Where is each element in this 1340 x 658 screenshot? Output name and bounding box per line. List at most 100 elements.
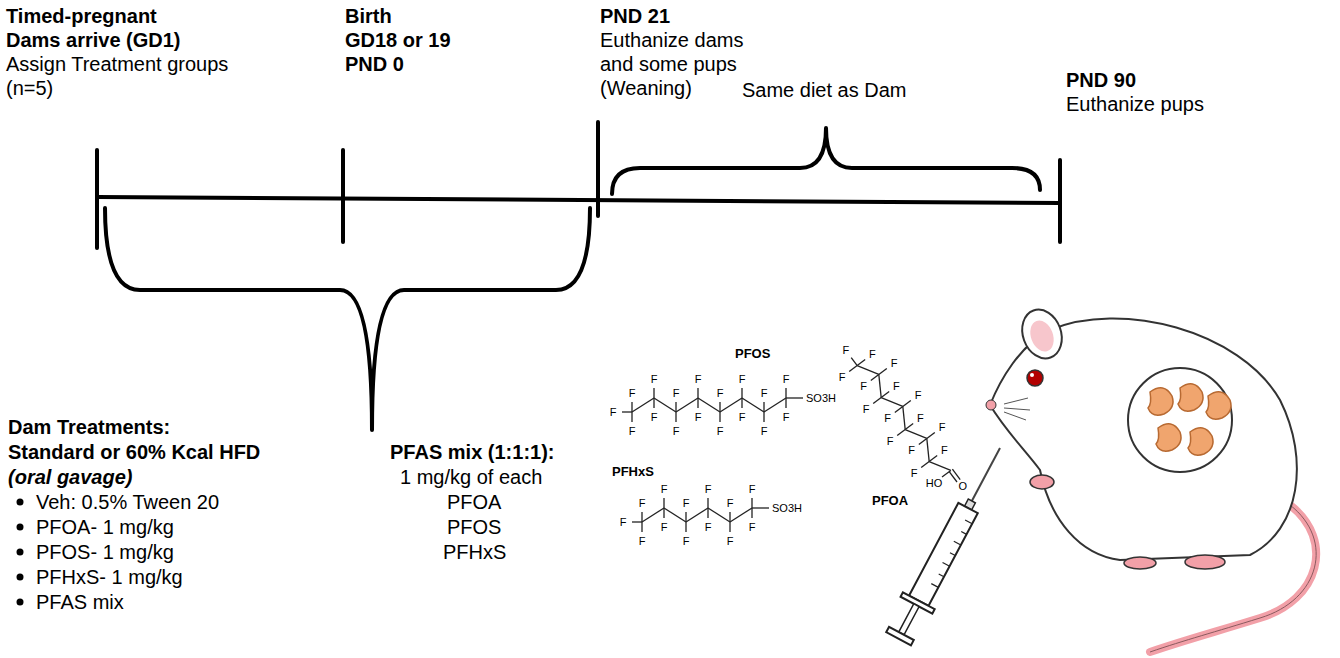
chemical-bond <box>675 402 676 412</box>
atom-label: F <box>749 521 756 533</box>
atom-label: F <box>727 497 734 509</box>
atom-label: F <box>717 425 724 437</box>
chemical-bond <box>873 398 881 404</box>
chemical-bond <box>676 398 698 412</box>
chemical-bond <box>653 388 654 398</box>
chemical-bond <box>929 456 937 462</box>
chemical-bond <box>929 462 951 471</box>
atom-label: F <box>783 373 790 385</box>
chemical-bond <box>641 522 642 532</box>
chemical-bond <box>919 438 927 444</box>
treatment-item: Veh: 0.5% Tween 20 <box>36 490 219 514</box>
event-note: Euthanize dams <box>600 28 743 52</box>
treatment-heading: (oral gavage) <box>8 465 132 489</box>
chemical-bond <box>631 412 632 422</box>
atom-label: F <box>842 344 849 356</box>
treatment-item: PFAS mix <box>36 590 124 614</box>
chemical-bond <box>632 521 642 522</box>
atom-label: F <box>761 425 768 437</box>
atom-label: F <box>673 387 680 399</box>
atom-label: F <box>869 348 876 360</box>
chemical-bond <box>903 400 911 406</box>
treatment-item: PFOA- 1 mg/kg <box>36 515 174 539</box>
chemical-bond <box>849 366 857 372</box>
atom-label: O <box>959 480 968 492</box>
chemical-bond <box>663 508 664 518</box>
treatment-heading: Standard or 60% Kcal HFD <box>8 440 260 464</box>
atom-label: F <box>651 411 658 423</box>
chemical-bond <box>622 411 632 412</box>
chemical-bond <box>730 508 752 522</box>
chemical-bond <box>631 402 632 412</box>
diet-bracket <box>612 128 1040 194</box>
chemical-bond <box>905 430 927 439</box>
atom-label: F <box>683 497 690 509</box>
bracket-label: Same diet as Dam <box>742 78 907 102</box>
mix-item: 1 mg/kg of each <box>400 465 542 489</box>
chemical-bond <box>751 498 752 508</box>
chemical-bond <box>653 398 654 408</box>
treatment-bracket <box>105 208 590 430</box>
atom-label: F <box>661 521 668 533</box>
atom-label: F <box>860 380 867 392</box>
treatment-heading: Dam Treatments: <box>8 415 170 439</box>
atom-label: F <box>911 467 918 479</box>
event-note: Euthanize pups <box>1066 92 1204 116</box>
chemical-bond <box>857 366 879 375</box>
atom-label: F <box>639 535 646 547</box>
mouse-illustration <box>986 304 1316 652</box>
chemical-bond <box>741 388 742 398</box>
chemical-bond <box>949 472 957 482</box>
event-label: PND 90 <box>1066 68 1136 92</box>
chemical-bond <box>697 398 698 408</box>
mix-heading: PFAS mix (1:1:1): <box>390 440 554 464</box>
chemical-bond <box>729 512 730 522</box>
chemical-bond <box>879 374 881 397</box>
chemical-bond <box>785 388 786 398</box>
atom-label: F <box>749 483 756 495</box>
chemical-bond <box>881 392 889 398</box>
atom-label: F <box>695 373 702 385</box>
atom-label: F <box>915 389 922 401</box>
atom-label: SO3H <box>806 392 836 404</box>
chemical-bond <box>881 398 903 407</box>
chemical-bond <box>897 430 905 436</box>
atom-label: SO3H <box>772 502 802 514</box>
chemical-bond <box>751 508 752 518</box>
structure-name: PFOS <box>735 346 770 361</box>
atom-label: F <box>891 357 898 369</box>
chemical-bond <box>879 368 887 374</box>
chemical-bond <box>719 412 720 422</box>
atom-label: F <box>939 421 946 433</box>
chemical-bond <box>720 398 742 412</box>
event-label: Timed-pregnant <box>6 4 157 28</box>
atom-label: F <box>908 444 915 456</box>
chemical-bond <box>763 412 764 422</box>
list-bullets <box>17 499 24 606</box>
atom-label: F <box>673 425 680 437</box>
chemical-bond <box>942 470 951 477</box>
event-note: and some pups <box>600 52 737 76</box>
timeline-axis <box>97 197 1060 203</box>
chemical-bond <box>642 508 664 522</box>
chemical-bond <box>697 388 698 398</box>
chemical-bond <box>686 508 708 522</box>
chemical-bond <box>707 508 708 518</box>
event-label: GD18 or 19 <box>345 28 451 52</box>
atom-label: F <box>761 387 768 399</box>
chemical-bond <box>895 406 903 412</box>
chemical-bond <box>927 432 935 438</box>
chemical-bond <box>927 438 929 461</box>
atom-label: F <box>893 380 900 392</box>
atom-label: F <box>739 411 746 423</box>
chemical-bond <box>764 398 786 412</box>
event-label: Birth <box>345 4 392 28</box>
atom-label: F <box>887 435 894 447</box>
chemical-bond <box>742 398 764 412</box>
timeline-tick <box>341 150 345 242</box>
atom-label: F <box>683 535 690 547</box>
chemical-bond <box>741 398 742 408</box>
chemical-bond <box>921 462 929 468</box>
event-note: Assign Treatment groups <box>6 52 228 76</box>
